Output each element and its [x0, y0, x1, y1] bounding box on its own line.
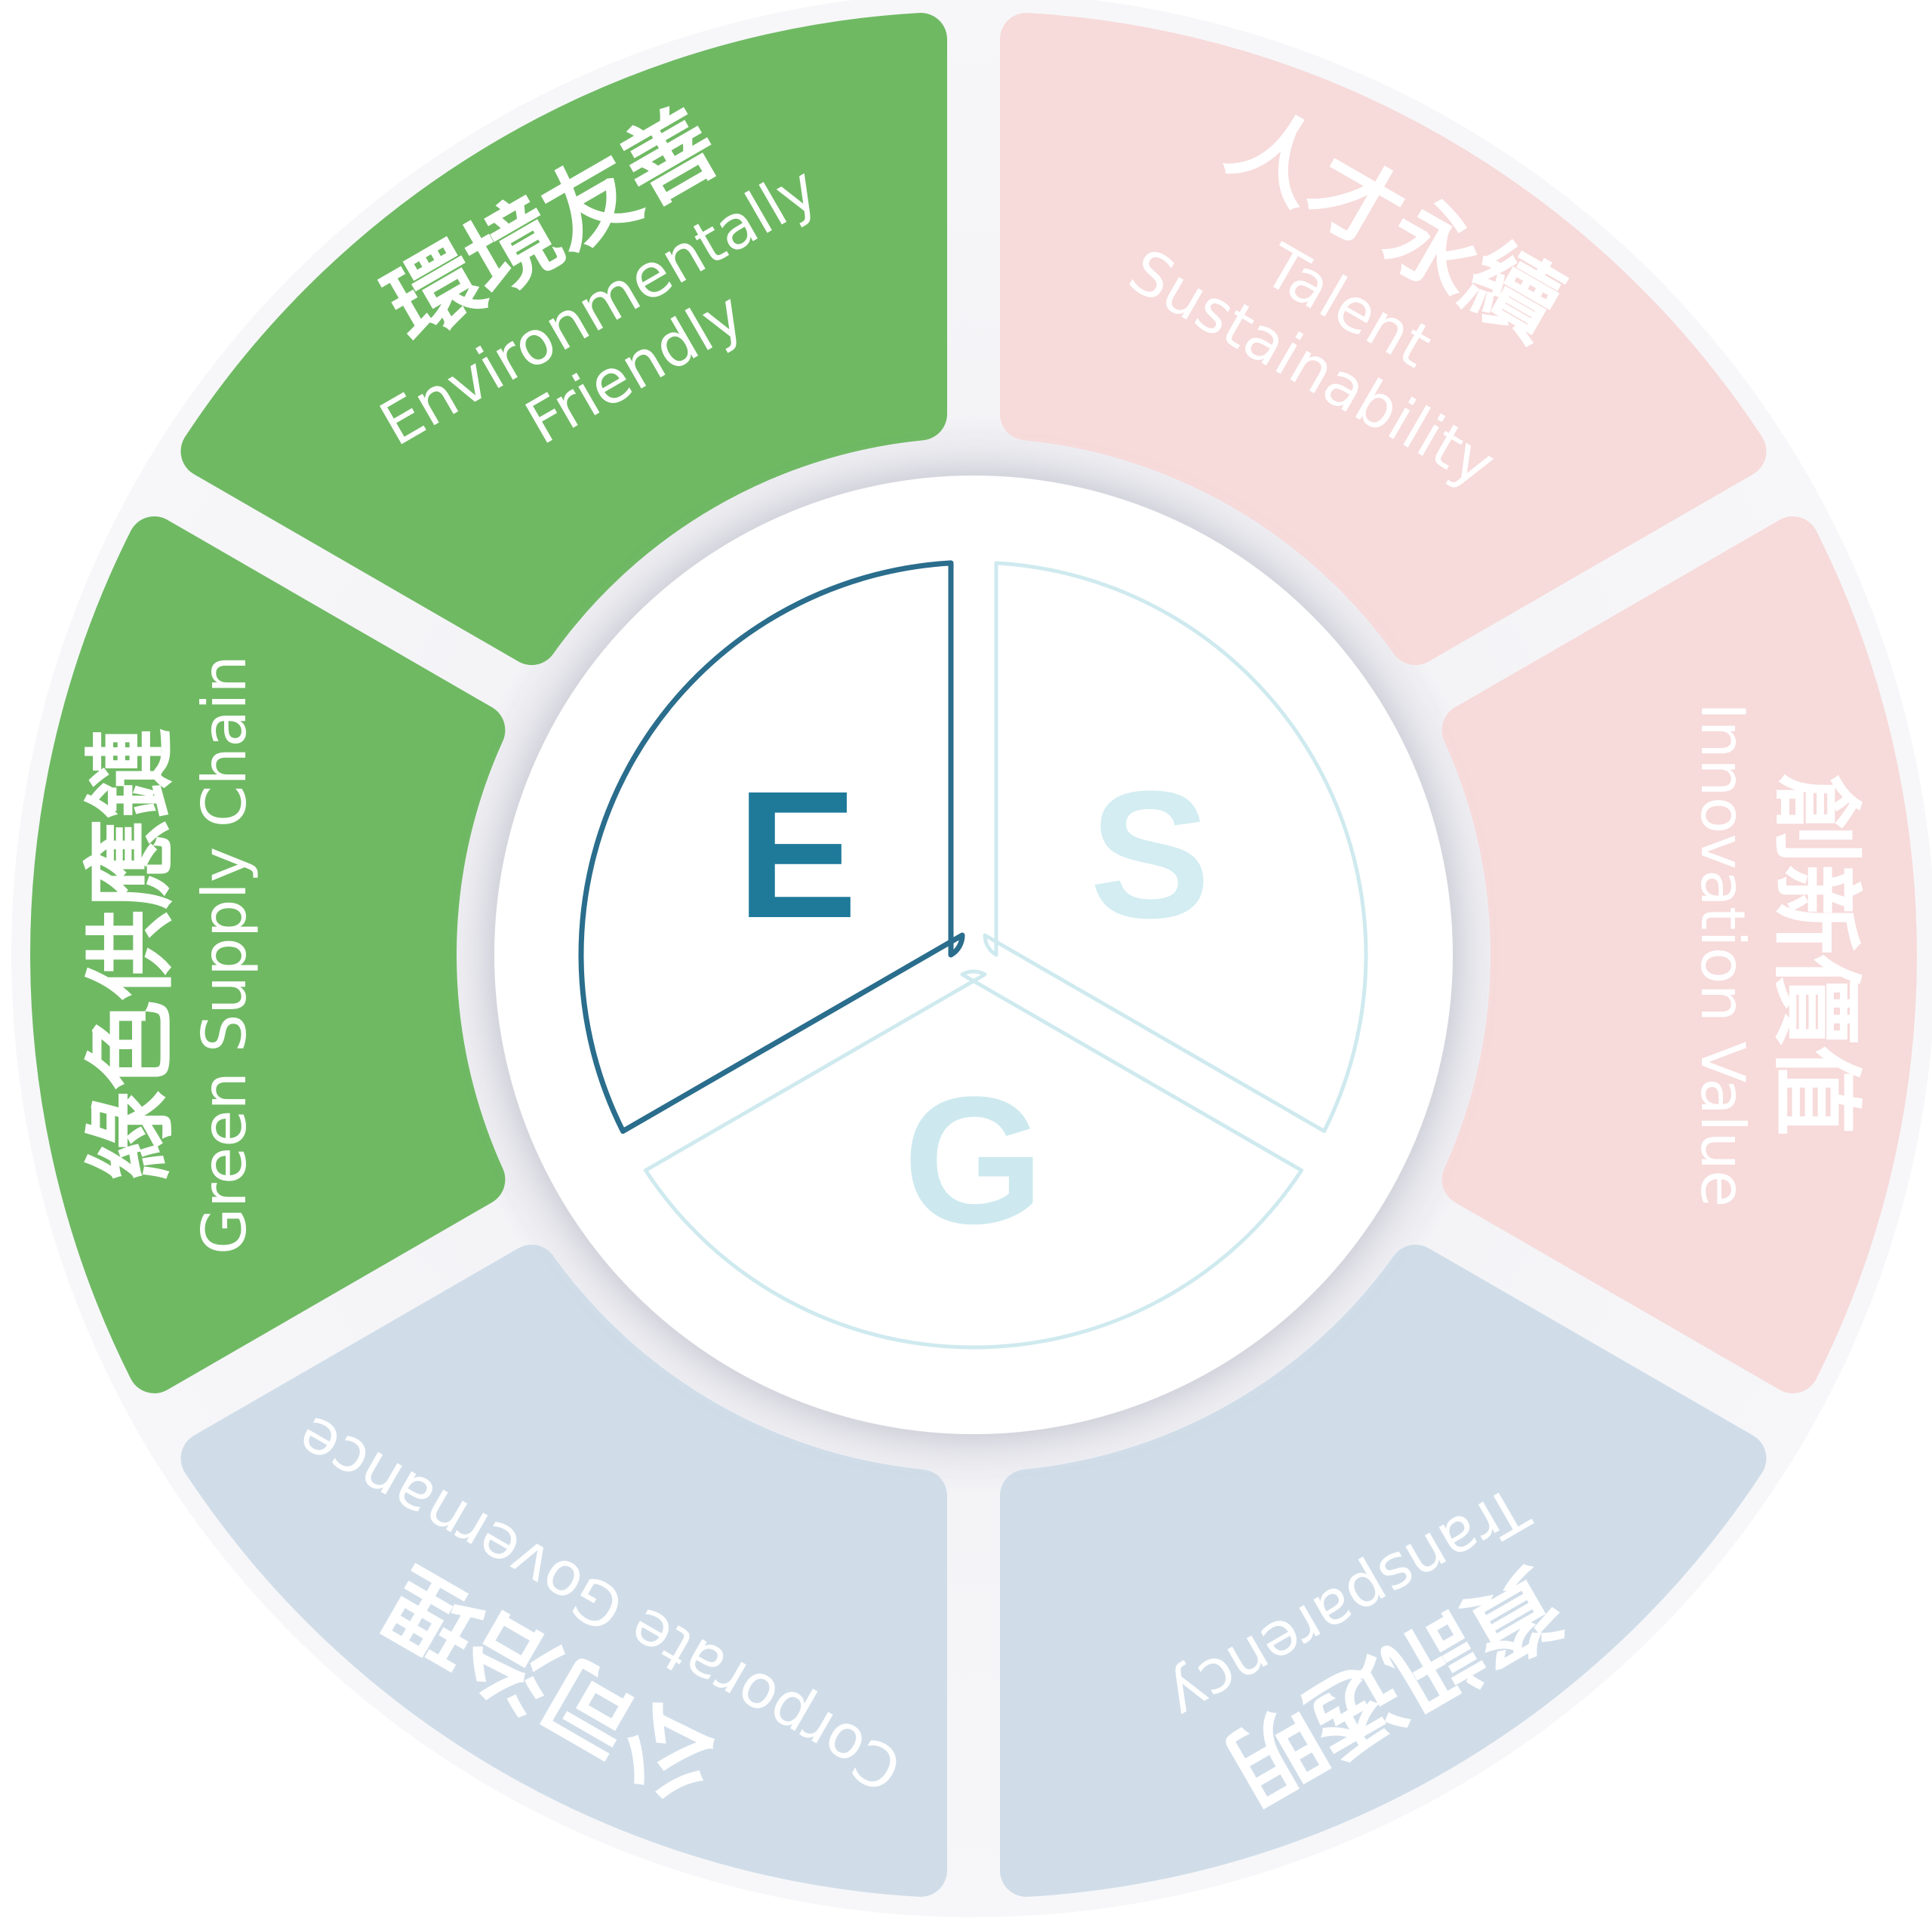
core-pillar-e: E [578, 560, 965, 1134]
pillar-letter: E [737, 753, 857, 956]
core-pillar-g: G [643, 969, 1304, 1350]
segment-shape [180, 1244, 947, 1897]
segment-title-en: Innovation Value [1687, 703, 1758, 1208]
pillar-shape [983, 561, 1368, 1134]
segment-shape [1000, 13, 1767, 666]
segment-shape [30, 516, 506, 1393]
segment-shape [1000, 1244, 1767, 1897]
core-pillar-s: S [983, 561, 1368, 1134]
segment-title-zh: 綠色供應鏈 [79, 728, 184, 1181]
segment-shape [180, 13, 947, 666]
segment-title-en: Green Supply Chain [189, 655, 260, 1254]
pillar-shape [643, 969, 1304, 1350]
pillar-shape [578, 560, 965, 1134]
pillar-letter: S [1090, 753, 1211, 956]
pillar-letter: G [903, 1059, 1044, 1261]
segment-shape [1441, 516, 1917, 1393]
segment-title-zh: 創新價值 [1763, 774, 1868, 1136]
